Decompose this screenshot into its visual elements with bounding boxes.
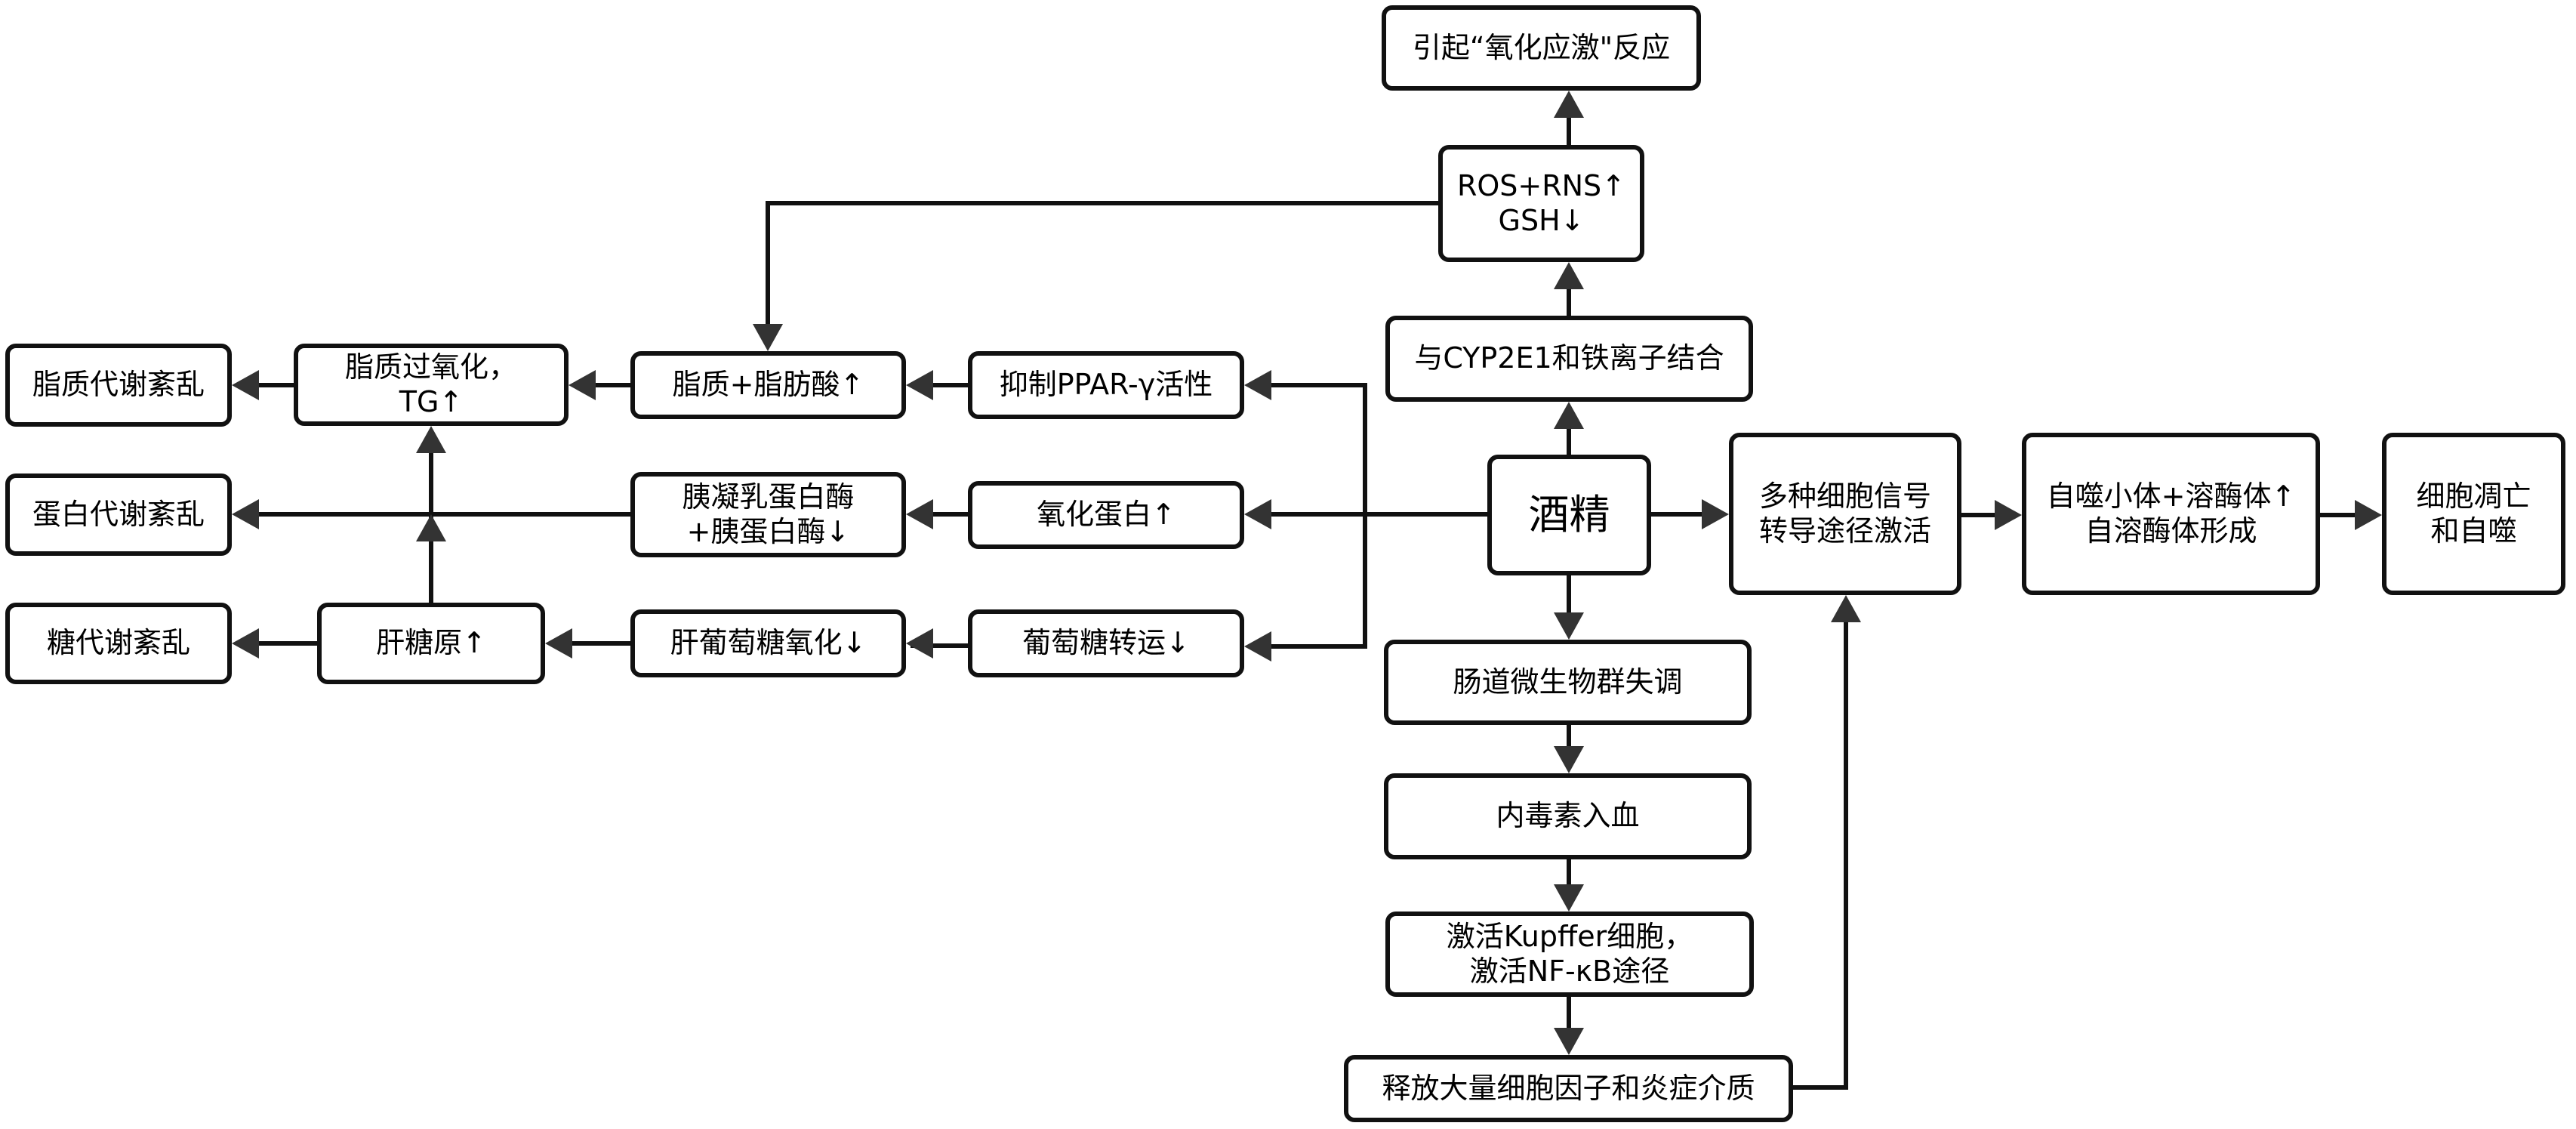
node-gut-dysbiosis-label: 肠道微生物群失调 xyxy=(1453,665,1683,699)
node-liver-glycogen: 肝糖原↑ xyxy=(317,603,545,684)
node-lipid-metabolism-disorder-label: 脂质代谢紊乱 xyxy=(32,368,205,402)
arrowhead-signal-from-cytokines xyxy=(1831,595,1861,622)
node-lipid-fatty-acid: 脂质+脂肪酸↑ xyxy=(630,351,906,419)
node-ros-rns: ROS+RNS↑ GSH↓ xyxy=(1438,145,1644,262)
node-apoptosis-label: 细胞凋亡 和自噬 xyxy=(2416,479,2531,548)
arrowhead-apoptosis xyxy=(2355,500,2382,530)
node-cyp2e1: 与CYP2E1和铁离子结合 xyxy=(1385,316,1753,402)
arrowhead-glucose-transport xyxy=(1244,631,1271,662)
node-endotoxin-label: 内毒素入血 xyxy=(1496,799,1640,833)
node-alcohol: 酒精 xyxy=(1487,455,1651,575)
arrowhead-proteases xyxy=(906,499,933,529)
node-lipid-metabolism-disorder: 脂质代谢紊乱 xyxy=(5,344,232,427)
node-lipid-peroxidation: 脂质过氧化， TG↑ xyxy=(294,344,569,426)
node-kupffer: 激活Kupffer细胞， 激活NF-κB途径 xyxy=(1385,912,1754,997)
node-cytokines: 释放大量细胞因子和炎症介质 xyxy=(1344,1055,1793,1122)
arrowhead-cyp2e1 xyxy=(1554,402,1584,429)
node-proteases: 胰凝乳蛋白酶 +胰蛋白酶↓ xyxy=(630,472,906,557)
arrowhead-lipid-fatty-acid xyxy=(906,370,933,400)
node-oxidized-protein-label: 氧化蛋白↑ xyxy=(1037,498,1176,532)
edge-trunk-ppar xyxy=(1249,383,1367,514)
node-endotoxin: 内毒素入血 xyxy=(1384,773,1752,859)
arrowhead-oxidized-protein xyxy=(1244,499,1271,529)
arrowhead-kupffer xyxy=(1554,884,1584,912)
node-oxidized-protein: 氧化蛋白↑ xyxy=(968,481,1244,549)
arrowhead-lipid-disorder xyxy=(232,370,259,400)
node-cyp2e1-label: 与CYP2E1和铁离子结合 xyxy=(1414,341,1724,375)
node-sugar-metabolism-disorder-label: 糖代谢紊乱 xyxy=(46,626,190,660)
arrowhead-ros xyxy=(1554,262,1584,289)
node-kupffer-label: 激活Kupffer细胞， 激活NF-κB途径 xyxy=(1446,919,1693,988)
arrowhead-lipid-peroxidation-from-glycogen xyxy=(416,426,446,453)
arrowhead-ppar xyxy=(1244,370,1271,400)
node-apoptosis: 细胞凋亡 和自噬 xyxy=(2382,433,2565,595)
node-alcohol-label: 酒精 xyxy=(1528,490,1610,538)
arrowhead-gut xyxy=(1554,612,1584,640)
node-protein-metabolism-disorder-label: 蛋白代谢紊乱 xyxy=(32,497,205,531)
node-cytokines-label: 释放大量细胞因子和炎症介质 xyxy=(1382,1071,1755,1105)
arrowhead-lipid-fatty-acid-from-ros xyxy=(753,324,783,351)
node-signal-pathways-label: 多种细胞信号 转导途径激活 xyxy=(1758,479,1931,548)
node-glucose-transport: 葡萄糖转运↓ xyxy=(968,609,1244,677)
node-liver-glucose-oxidation-label: 肝葡萄糖氧化↓ xyxy=(670,626,867,660)
node-liver-glycogen-label: 肝糖原↑ xyxy=(376,626,486,660)
node-liver-glucose-oxidation: 肝葡萄糖氧化↓ xyxy=(630,609,906,677)
node-sugar-metabolism-disorder: 糖代谢紊乱 xyxy=(5,603,232,684)
node-autolysosome-label: 自噬小体+溶酶体↑ 自溶酶体形成 xyxy=(2046,479,2296,548)
node-lipid-peroxidation-label: 脂质过氧化， TG↑ xyxy=(344,350,517,418)
edge-ros-lipid-fatty-acid xyxy=(766,201,1438,347)
arrowhead-glycogen-crossing xyxy=(416,514,446,541)
edge-cytokines-signal xyxy=(1793,600,1848,1090)
node-lipid-fatty-acid-label: 脂质+脂肪酸↑ xyxy=(672,368,864,402)
arrowhead-lipid-peroxidation xyxy=(569,370,596,400)
node-ppar: 抑制PPAR-γ活性 xyxy=(968,351,1244,419)
node-signal-pathways: 多种细胞信号 转导途径激活 xyxy=(1729,433,1961,595)
arrowhead-autolysosome xyxy=(1995,500,2022,530)
node-ppar-label: 抑制PPAR-γ活性 xyxy=(999,368,1213,402)
arrowhead-signal xyxy=(1702,499,1729,529)
arrowhead-protein-disorder xyxy=(232,499,259,529)
node-ros-rns-label: ROS+RNS↑ GSH↓ xyxy=(1456,168,1626,237)
arrowhead-cytokines xyxy=(1554,1028,1584,1055)
node-protein-metabolism-disorder: 蛋白代谢紊乱 xyxy=(5,474,232,556)
node-proteases-label: 胰凝乳蛋白酶 +胰蛋白酶↓ xyxy=(682,480,855,548)
arrowhead-oxidative-stress xyxy=(1554,91,1584,118)
edge-trunk-glucose-transport xyxy=(1249,514,1367,649)
arrowhead-sugar-disorder xyxy=(232,628,259,659)
node-glucose-transport-label: 葡萄糖转运↓ xyxy=(1022,626,1190,660)
node-gut-dysbiosis: 肠道微生物群失调 xyxy=(1384,640,1752,725)
arrowhead-liver-glucose-oxidation xyxy=(906,628,933,659)
node-oxidative-stress-label: 引起“氧化应激"反应 xyxy=(1412,30,1671,64)
node-oxidative-stress: 引起“氧化应激"反应 xyxy=(1382,5,1701,91)
node-autolysosome: 自噬小体+溶酶体↑ 自溶酶体形成 xyxy=(2022,433,2320,595)
arrowhead-endotoxin xyxy=(1554,746,1584,773)
arrowhead-liver-glycogen xyxy=(545,628,572,659)
